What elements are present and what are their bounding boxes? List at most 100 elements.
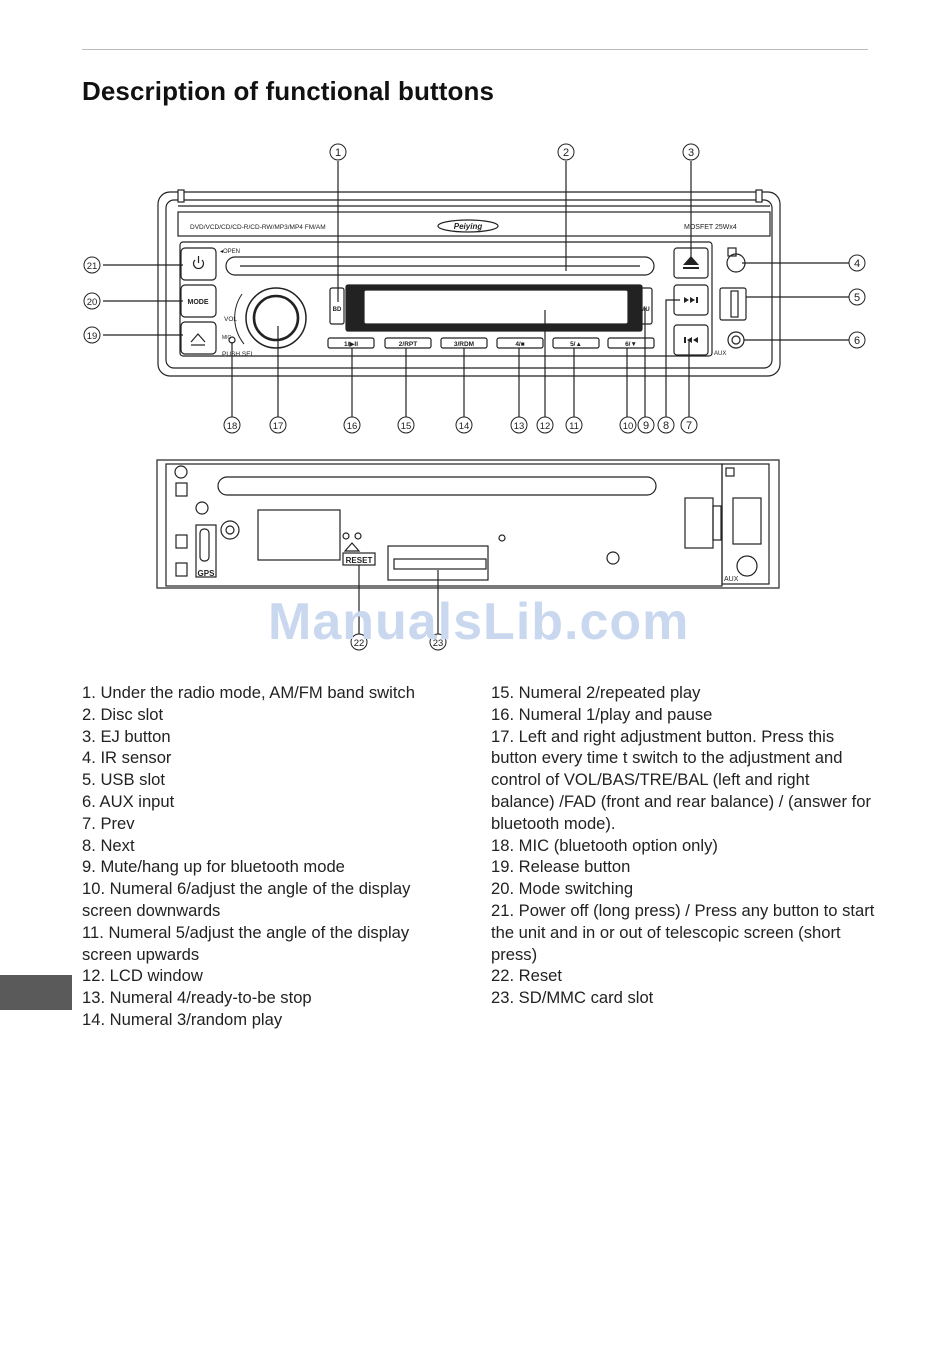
svg-text:13: 13 — [514, 421, 525, 432]
callout-11: 11 — [565, 416, 583, 434]
callout-14: 14 — [455, 416, 473, 434]
description-item: 14. Numeral 3/random play — [82, 1009, 283, 1029]
page-title: Description of functional buttons — [82, 76, 495, 106]
description-item: 20. Mode switching — [491, 879, 634, 899]
descriptions-right-column: 15. Numeral 2/repeated play 16. Numeral … — [491, 682, 876, 1009]
watermark: ManualsLib.com — [268, 593, 690, 651]
svg-text:21: 21 — [87, 261, 98, 272]
svg-text:5: 5 — [854, 292, 860, 304]
release-icon — [190, 333, 206, 346]
svg-text:11: 11 — [569, 421, 579, 432]
open-label: ◂OPEN — [220, 249, 240, 255]
gps-label: GPS — [198, 569, 216, 578]
callout-9: 9 — [637, 416, 655, 434]
description-item: 22. Reset — [491, 966, 563, 986]
svg-text:15: 15 — [401, 421, 412, 432]
description-item: 3. EJ button — [82, 726, 171, 746]
description-item: 1. Under the radio mode, AM/FM band swit… — [82, 683, 415, 702]
power-label: MOSFET 25Wx4 — [684, 224, 737, 231]
mic-label: MIC — [222, 335, 232, 341]
description-item: 12. LCD window — [82, 966, 203, 986]
description-item: 18. MIC (bluetooth option only) — [491, 835, 718, 855]
preset-button-3: 3/RDM — [454, 341, 474, 348]
callout-20: 20 — [83, 292, 101, 310]
power-icon — [192, 256, 205, 270]
description-item: 4. IR sensor — [82, 748, 172, 768]
callout-17: 17 — [269, 416, 287, 434]
description-item: 19. Release button — [491, 857, 631, 877]
svg-text:9: 9 — [643, 420, 649, 432]
description-item: 16. Numeral 1/play and pause — [491, 704, 713, 724]
callout-4: 4 — [848, 254, 866, 272]
svg-text:4: 4 — [854, 258, 860, 270]
description-item: 5. USB slot — [82, 770, 166, 790]
next-icon — [684, 297, 698, 303]
description-item: 13. Numeral 4/ready-to-be stop — [82, 988, 312, 1008]
leader-lines — [103, 161, 849, 634]
callout-7: 7 — [680, 416, 698, 434]
callout-18: 18 — [223, 416, 241, 434]
description-item: 10. Numeral 6/adjust the angle of the di… — [82, 879, 411, 920]
preset-button-5: 5/▲ — [570, 341, 582, 348]
callout-12: 12 — [536, 416, 554, 434]
svg-text:6: 6 — [854, 335, 860, 347]
push-sel-label: PUSH SEL — [222, 351, 255, 358]
car-stereo-diagram: DVD/VCD/CD/CD-R/CD-RW/MP3/MP4 FM/AM Peiy… — [83, 143, 866, 651]
callout-22: 22 — [350, 633, 368, 651]
callout-2: 2 — [557, 143, 575, 161]
vol-label: VOL — [224, 316, 237, 323]
brand-logo: Peiying — [454, 222, 483, 231]
svg-text:20: 20 — [87, 297, 98, 308]
section-tab — [0, 975, 72, 1010]
preset-button-6: 6/▼ — [625, 341, 637, 348]
description-item: 15. Numeral 2/repeated play — [491, 683, 701, 702]
callout-16: 16 — [343, 416, 361, 434]
description-item: 9. Mute/hang up for bluetooth mode — [82, 857, 345, 877]
svg-text:3: 3 — [688, 147, 694, 159]
reset-label: RESET — [346, 556, 373, 565]
callout-8: 8 — [657, 416, 675, 434]
callout-10: 10 — [619, 416, 637, 434]
svg-text:18: 18 — [227, 421, 238, 432]
description-item: 23. SD/MMC card slot — [491, 988, 654, 1008]
svg-text:23: 23 — [433, 638, 444, 649]
formats-label: DVD/VCD/CD/CD-R/CD-RW/MP3/MP4 FM/AM — [190, 224, 326, 231]
svg-text:12: 12 — [540, 421, 551, 432]
aux-label-back: AUX — [724, 576, 739, 583]
callout-6: 6 — [848, 331, 866, 349]
svg-text:14: 14 — [459, 421, 470, 432]
front-panel — [157, 189, 781, 377]
preset-button-4: 4/■ — [515, 341, 524, 348]
description-item: 17. Left and right adjustment button. Pr… — [491, 726, 871, 833]
description-item: 2. Disc slot — [82, 704, 164, 724]
description-item: 7. Prev — [82, 813, 135, 833]
callout-23: 23 — [429, 633, 447, 651]
svg-text:8: 8 — [663, 420, 669, 432]
description-item: 21. Power off (long press) / Press any b… — [491, 900, 875, 964]
aux-label-front: AUX — [714, 351, 726, 357]
callout-21: 21 — [83, 256, 101, 274]
bd-label: BD — [333, 307, 342, 313]
callouts: 1 2 3 4 5 6 7 8 9 10 11 12 13 14 15 16 1… — [83, 143, 866, 651]
svg-text:19: 19 — [87, 331, 98, 342]
callout-15: 15 — [397, 416, 415, 434]
svg-text:1: 1 — [335, 147, 341, 159]
description-item: 8. Next — [82, 835, 135, 855]
svg-text:7: 7 — [686, 420, 692, 432]
svg-text:16: 16 — [347, 421, 358, 432]
back-panel — [156, 459, 780, 589]
callout-3: 3 — [682, 143, 700, 161]
svg-text:2: 2 — [563, 147, 569, 159]
description-item: 6. AUX input — [82, 791, 175, 811]
preset-button-1: 1/▶II — [344, 341, 358, 348]
callout-13: 13 — [510, 416, 528, 434]
header-rule — [82, 49, 868, 50]
svg-text:10: 10 — [623, 421, 634, 432]
descriptions-left-column: 1. Under the radio mode, AM/FM band swit… — [82, 682, 462, 1031]
callout-5: 5 — [848, 288, 866, 306]
callout-19: 19 — [83, 326, 101, 344]
mode-button-label: MODE — [188, 299, 209, 306]
callout-1: 1 — [329, 143, 347, 161]
description-item: 11. Numeral 5/adjust the angle of the di… — [82, 922, 410, 964]
preset-button-2: 2/RPT — [399, 341, 417, 348]
